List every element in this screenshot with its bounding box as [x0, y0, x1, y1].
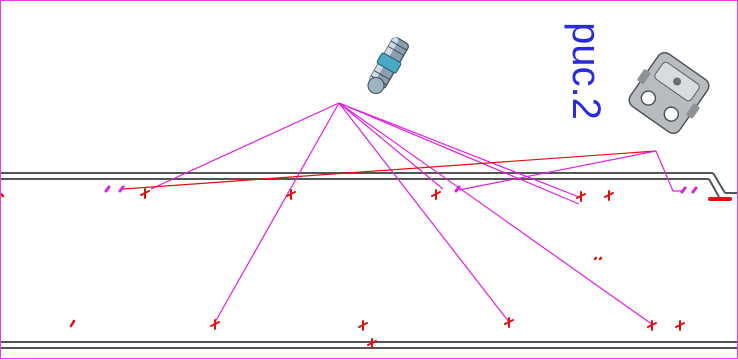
dot-mark [593, 256, 598, 261]
slot-mark [104, 185, 111, 193]
drill-point [647, 320, 657, 331]
minor-marks [1, 192, 732, 328]
slot-mark [118, 185, 125, 193]
hinge-red-line [122, 150, 657, 190]
leader-line [150, 102, 340, 190]
drill-point [504, 317, 514, 328]
leader-line [338, 102, 580, 205]
leader-line [338, 102, 444, 190]
slot-mark [680, 186, 687, 194]
hinge-plate-icon [628, 52, 710, 134]
panel-corner-inner [708, 178, 720, 198]
slot-mark [691, 186, 698, 194]
hinge-leader-lines [122, 150, 684, 192]
drill-point [604, 190, 614, 201]
drill-points [140, 188, 685, 349]
drill-point [675, 320, 685, 331]
edge-mark [1, 192, 5, 198]
dot-mark [598, 256, 603, 261]
drill-point [367, 338, 377, 349]
drill-point [431, 189, 441, 200]
leader-line [655, 150, 684, 192]
drill-point [576, 191, 586, 202]
drill-point [140, 188, 150, 199]
leader-line [338, 102, 510, 323]
drill-point [358, 320, 368, 331]
drill-point [210, 319, 220, 330]
slot-mark [454, 185, 461, 193]
slot-mark-red [69, 319, 76, 328]
leader-line [338, 102, 654, 326]
figure-caption: puc.2 [564, 22, 608, 120]
panel-corner-outer [712, 172, 726, 194]
leader-line [458, 150, 657, 191]
screw-connector-icon [367, 36, 409, 95]
slot-marks [104, 185, 698, 194]
screw-leader-lines [150, 102, 654, 326]
drill-point [286, 189, 296, 200]
panel-board [1, 172, 737, 349]
leader-line [213, 102, 340, 325]
leader-line [338, 102, 580, 198]
